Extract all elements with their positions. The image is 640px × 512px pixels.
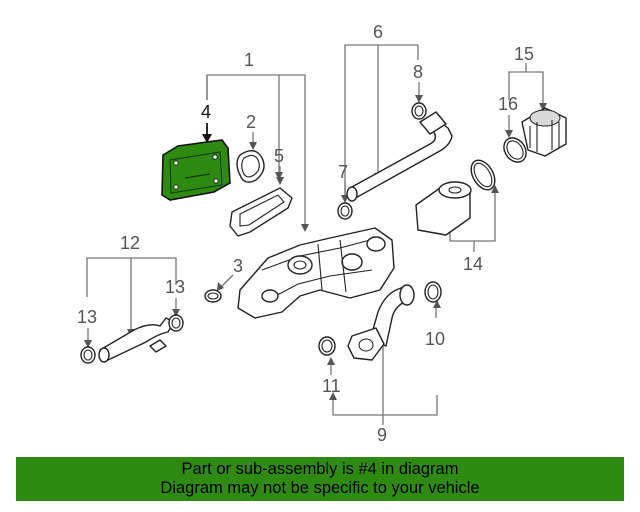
filter-o-ring [470, 159, 496, 191]
callout-12: 12 [120, 233, 140, 253]
callout-3: 3 [233, 256, 243, 276]
callout-numbers: 1 2 3 4 5 6 7 8 9 10 11 12 13 13 14 15 1… [77, 22, 534, 445]
part-10-seal [424, 281, 442, 303]
notice-line-2: Diagram may not be specific to your vehi… [160, 479, 480, 497]
part-16-o-ring [503, 137, 527, 163]
part-6-pipe [346, 111, 453, 202]
callout-16: 16 [498, 94, 518, 114]
callout-15: 15 [514, 44, 534, 64]
part-8-seal [411, 102, 427, 120]
callout-13-right: 13 [165, 277, 185, 297]
notice-banner: Part or sub-assembly is #4 in diagram Di… [16, 457, 624, 501]
callout-2: 2 [246, 112, 256, 132]
callout-7: 7 [338, 162, 348, 182]
callout-11: 11 [322, 376, 341, 396]
leader-lines [86, 44, 544, 425]
callout-14: 14 [463, 254, 483, 274]
notice-line-1: Part or sub-assembly is #4 in diagram [181, 460, 459, 478]
callout-4-selected: 4 [201, 102, 211, 122]
parts-diagram: 1 2 3 4 5 6 7 8 9 10 11 12 13 13 14 15 1… [77, 22, 567, 445]
part-1-filter-housing [237, 227, 395, 319]
callout-5: 5 [274, 146, 284, 166]
part-14-oil-filter [415, 181, 472, 236]
part-3-o-ring [204, 289, 222, 303]
part-5-housing-gasket [229, 187, 293, 237]
part-2-gasket [236, 150, 265, 183]
callout-8: 8 [413, 62, 423, 82]
part-4-oil-cooler[interactable] [161, 139, 231, 201]
part-12-hose [98, 317, 175, 363]
part-7-seal [337, 202, 353, 220]
part-9-pipe [347, 284, 415, 361]
callout-1: 1 [244, 50, 254, 70]
part-11-seal [318, 336, 336, 356]
callout-9: 9 [377, 425, 387, 445]
part-15-filter-cap [521, 107, 567, 157]
part-13-seal-left [80, 346, 96, 364]
callout-10: 10 [425, 329, 445, 349]
callout-13-left: 13 [77, 307, 97, 327]
callout-6: 6 [373, 22, 383, 42]
part-13-seal-right [168, 314, 184, 332]
